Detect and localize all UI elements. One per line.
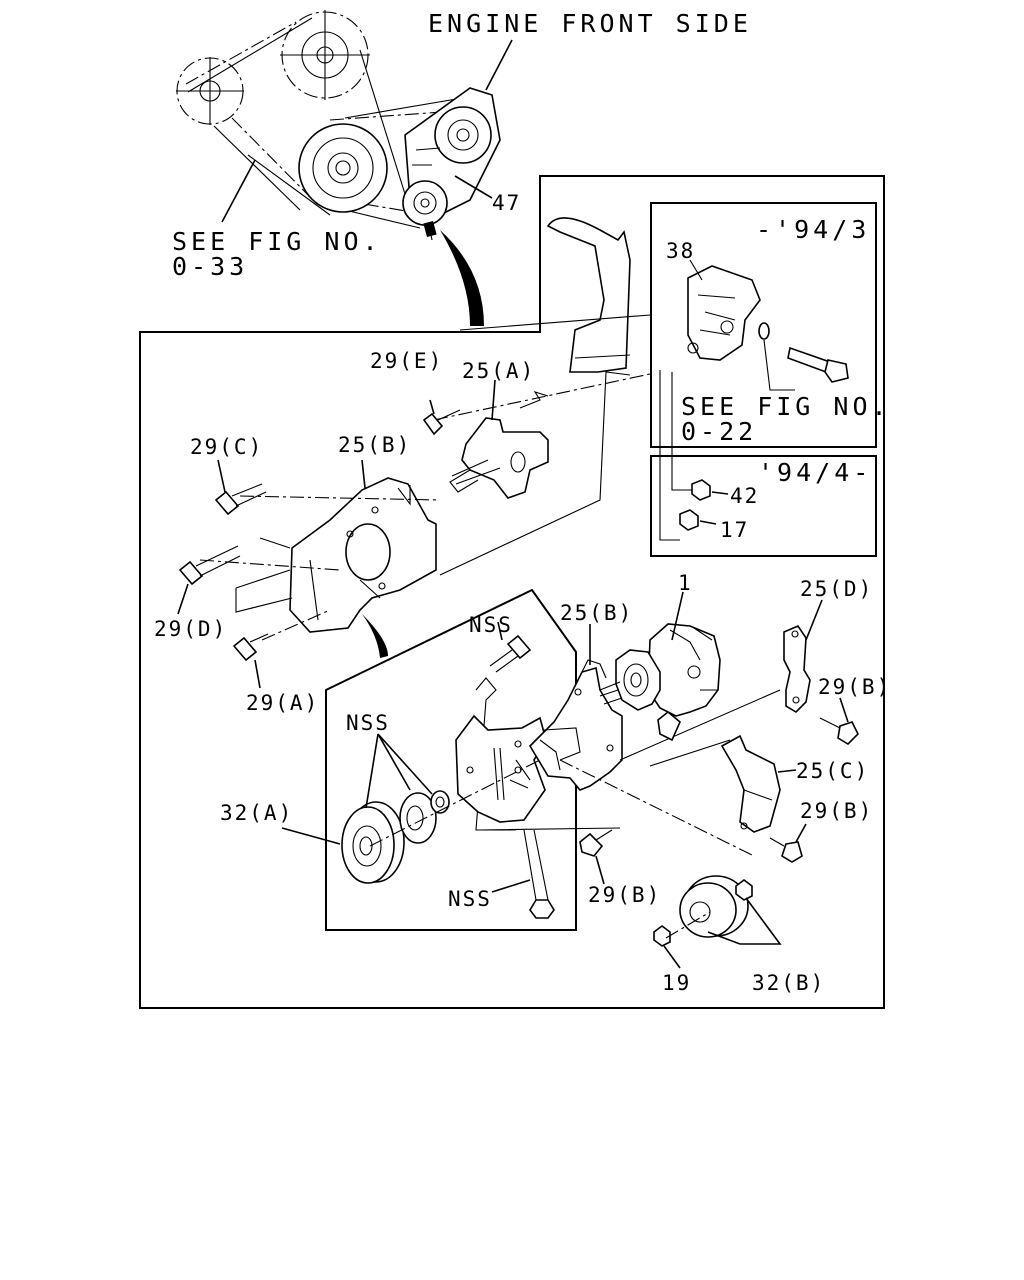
callout-25a: 25(A) <box>462 359 535 383</box>
callout-29d: 29(D) <box>154 617 227 641</box>
nut-42 <box>691 479 711 501</box>
fig-number-2: 0-22 <box>681 417 757 446</box>
direction-arrow-icon <box>440 230 484 326</box>
nss-label-bottom: NSS <box>448 887 492 911</box>
callout-38: 38 <box>666 239 695 263</box>
callout-25b-mid: 25(B) <box>560 601 633 625</box>
callout-42: 42 <box>730 484 759 508</box>
see-fig-label-1: SEE FIG NO. <box>172 227 382 256</box>
callout-29b-1: 29(B) <box>818 675 891 699</box>
callout-29b-2: 29(B) <box>800 799 873 823</box>
inset-upto-94-3-label: -'94/3 <box>756 215 870 244</box>
engine-belt-overview <box>176 10 513 326</box>
callout-29e: 29(E) <box>370 349 443 373</box>
callout-25d: 25(D) <box>800 577 873 601</box>
callout-47: 47 <box>492 191 521 215</box>
pulley-32b <box>653 875 753 947</box>
callout-32a: 32(A) <box>220 801 293 825</box>
callout-17: 17 <box>720 518 749 542</box>
nss-label-top: NSS <box>469 613 513 637</box>
see-fig-label-2: SEE FIG NO. <box>681 392 891 421</box>
upper-bracket-group <box>178 314 651 662</box>
inset-from-94-4-label: '94/4- <box>758 458 872 487</box>
nss-label-left: NSS <box>346 711 390 735</box>
power-steering-pump-1 <box>599 623 721 742</box>
nut-17 <box>679 509 699 531</box>
callout-19: 19 <box>662 971 691 995</box>
callout-25b-top: 25(B) <box>338 433 411 457</box>
pulley-32a <box>341 759 541 884</box>
engine-front-side-label: ENGINE FRONT SIDE <box>428 9 752 38</box>
callout-25c: 25(C) <box>796 759 869 783</box>
callout-29a: 29(A) <box>246 691 319 715</box>
fig-number-1: 0-33 <box>172 252 248 281</box>
main-frame <box>139 175 885 1009</box>
callout-29c: 29(C) <box>190 435 263 459</box>
callout-1: 1 <box>678 571 693 595</box>
callout-29b-3: 29(B) <box>588 883 661 907</box>
inset-from-94-4 <box>650 455 877 557</box>
callout-32b: 32(B) <box>752 971 825 995</box>
nss-subassembly-box <box>325 588 577 931</box>
inset-upto-94-3 <box>650 202 877 448</box>
bracket-38 <box>687 259 849 391</box>
direction-arrow-icon-2 <box>362 614 388 658</box>
